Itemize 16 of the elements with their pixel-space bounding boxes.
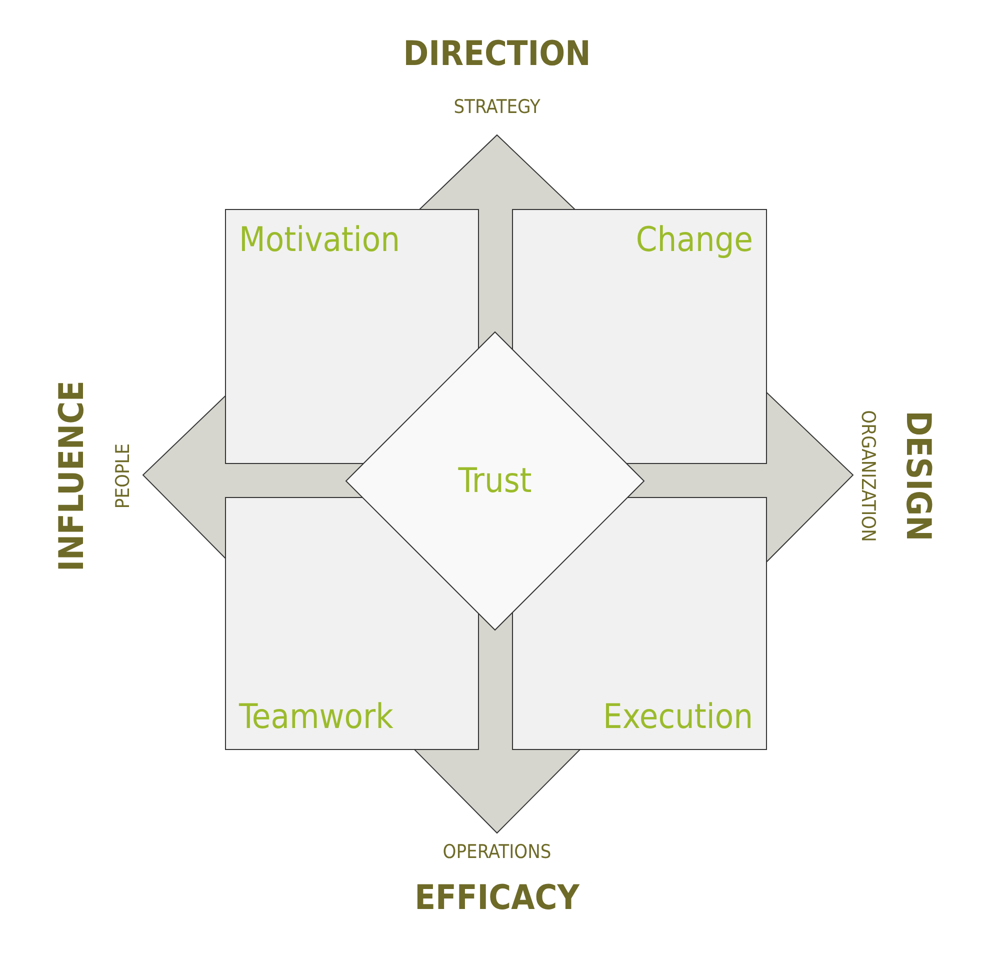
axis-heading: INFLUENCE [52,380,92,572]
axis-label: PEOPLE [112,443,134,509]
quadrant-title: Change [636,220,753,260]
axis-heading: DESIGN [898,410,938,542]
quadrant-box [512,209,767,464]
center-diamond [345,331,645,631]
center-title: Trust [458,461,532,501]
quadrant-title: Execution [603,697,753,737]
axis-label: STRATEGY [454,96,540,118]
quadrant-box [225,209,479,464]
quadrant-title: Motivation [239,220,400,260]
axis-label: OPERATIONS [442,841,552,863]
axis-heading: DIRECTION [403,34,591,74]
axis-label: ORGANIZATION [857,410,879,542]
quadrant-title: Teamwork [239,697,394,737]
axis-heading: EFFICACY [414,878,580,918]
